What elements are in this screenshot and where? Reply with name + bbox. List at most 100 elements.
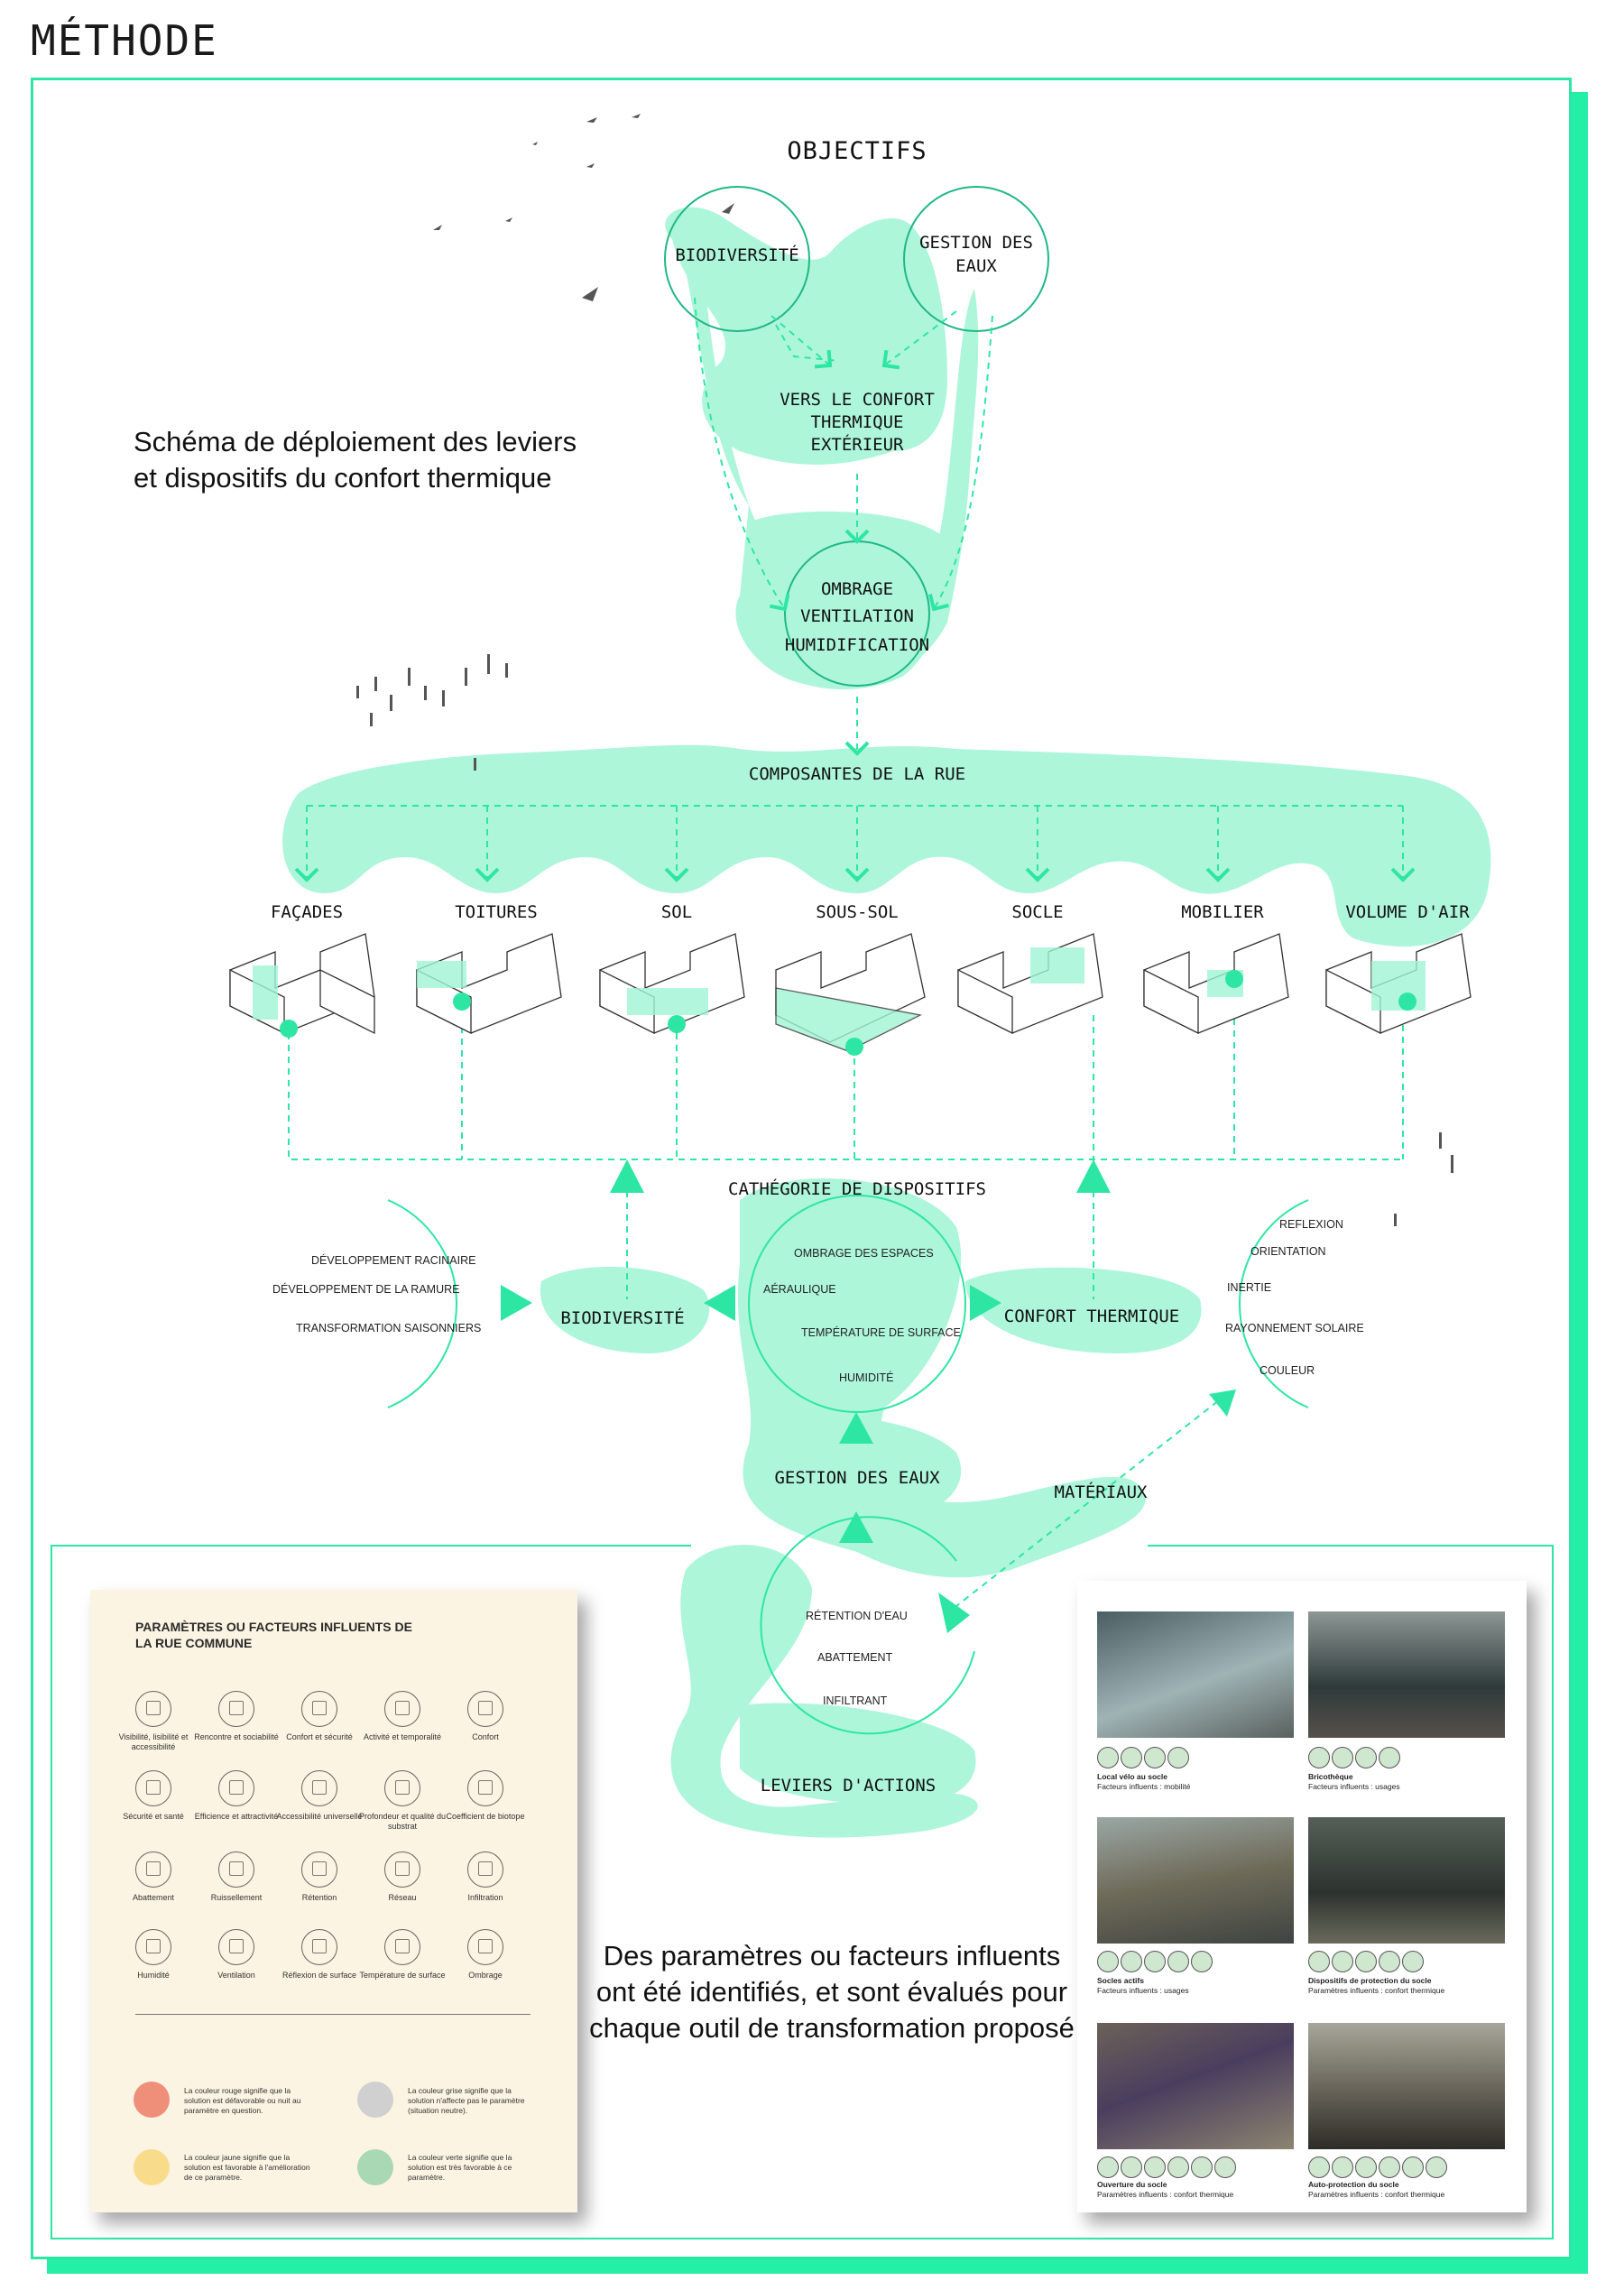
inner-frame-top-right — [1148, 1545, 1554, 1547]
photo-auto-protection — [1308, 2023, 1505, 2149]
factor-icon — [1097, 2156, 1119, 2178]
confort-item: RAYONNEMENT SOLAIRE — [1225, 1322, 1364, 1334]
legend-green-text: La couleur verte signifie que la solutio… — [408, 2153, 512, 2182]
factor-icon — [1355, 2156, 1377, 2178]
param-icon — [218, 1770, 254, 1806]
param-item: Visibilité, lisibilité et accessibilité — [108, 1691, 198, 1752]
param-item: Confort — [440, 1691, 531, 1742]
factor-icon — [1097, 1951, 1119, 1972]
inner-frame-left — [51, 1545, 52, 2239]
caption-params: Des paramètres ou facteurs influents ont… — [589, 1940, 1075, 2044]
dispositif-biodiversite: BIODIVERSITÉ — [560, 1308, 685, 1328]
param-item: Coefficient de biotope — [440, 1770, 531, 1822]
label-gestion-eaux-1: GESTION DES — [919, 233, 1033, 253]
factor-icon — [1167, 2156, 1189, 2178]
label-confort-3: EXTÉRIEUR — [810, 435, 904, 455]
param-icon — [384, 1691, 420, 1727]
composante-sous-sol: SOUS-SOL — [816, 902, 899, 922]
param-icon — [301, 1929, 337, 1965]
factor-icon — [1308, 1951, 1330, 1972]
confort-item: INERTIE — [1227, 1281, 1272, 1294]
param-icon — [135, 1691, 171, 1727]
factor-icon — [1308, 1747, 1330, 1768]
photo-protection-socle — [1308, 1817, 1505, 1944]
param-item: Ventilation — [191, 1929, 281, 1981]
legend-green-dot — [357, 2149, 393, 2185]
param-item: Efficience et attractivité — [191, 1770, 281, 1822]
param-icon — [384, 1851, 420, 1888]
param-item: Infiltration — [440, 1851, 531, 1903]
param-icon — [467, 1691, 503, 1727]
legend-yellow-text: La couleur jaune signifie que la solutio… — [184, 2153, 310, 2182]
param-item: Accessibilité universelle — [274, 1770, 364, 1822]
factor-icon — [1426, 2156, 1447, 2178]
param-icon — [218, 1851, 254, 1888]
street-blocks — [229, 933, 1472, 1056]
factor-icon — [1167, 1951, 1189, 1972]
label-ventilation: VENTILATION — [800, 606, 914, 626]
label-confort-1: VERS LE CONFORT — [780, 390, 935, 410]
eaux-item: RÉTENTION D'EAU — [806, 1610, 908, 1622]
bio-item: DÉVELOPPEMENT DE LA RAMURE — [272, 1283, 460, 1296]
label-humidification: HUMIDIFICATION — [784, 635, 930, 655]
legend-red-dot — [134, 2082, 170, 2118]
photo-bricotheque — [1308, 1611, 1505, 1738]
param-icon — [467, 1851, 503, 1888]
label-confort-2: THERMIQUE — [810, 412, 904, 432]
param-icon — [467, 1929, 503, 1965]
caption-schema: Schéma de déploiement des leviers et dis… — [134, 426, 577, 494]
bio-item: DÉVELOPPEMENT RACINAIRE — [311, 1254, 476, 1267]
photo-socles-actifs — [1097, 1817, 1294, 1944]
label-ombrage: OMBRAGE — [820, 579, 894, 599]
confort-item: ORIENTATION — [1250, 1245, 1326, 1258]
factor-icon — [1191, 1951, 1213, 1972]
composante-facades: FAÇADES — [270, 902, 344, 922]
label-gestion-eaux-2: EAUX — [955, 256, 997, 276]
legend-grey-dot — [357, 2082, 393, 2118]
param-item: Rencontre et sociabilité — [191, 1691, 281, 1742]
green-blobs — [282, 207, 1491, 1838]
eaux-item: INFILTRANT — [823, 1694, 888, 1707]
dispositif-gestion-eaux: GESTION DES EAUX — [774, 1468, 940, 1488]
factor-icon — [1355, 1747, 1377, 1768]
param-icon — [135, 1851, 171, 1888]
factor-icon — [1121, 1747, 1142, 1768]
dispositif-leviers: LEVIERS D'ACTIONS — [760, 1776, 937, 1796]
param-item: Humidité — [108, 1929, 198, 1981]
centre-item: OMBRAGE DES ESPACES — [794, 1247, 934, 1260]
confort-item: REFLEXION — [1279, 1218, 1343, 1231]
param-item: Activité et temporalité — [357, 1691, 448, 1742]
param-icon — [301, 1770, 337, 1806]
legend-grey-text: La couleur grise signifie que la solutio… — [408, 2086, 525, 2115]
poster-title: PARAMÈTRES OU FACTEURS INFLUENTS DE LA R… — [135, 1620, 412, 1650]
legend-yellow-dot — [134, 2149, 170, 2185]
factor-icon — [1332, 1747, 1353, 1768]
dispositif-materiaux: MATÉRIAUX — [1054, 1482, 1148, 1502]
param-item: Ruissellement — [191, 1851, 281, 1903]
composante-mobilier: MOBILIER — [1181, 902, 1264, 922]
param-item: Température de surface — [357, 1929, 448, 1981]
legend-red-text: La couleur rouge signifie que la solutio… — [184, 2086, 301, 2115]
param-icon — [135, 1770, 171, 1806]
param-item: Rétention — [274, 1851, 364, 1903]
poster-divider — [135, 2014, 531, 2015]
centre-item: HUMIDITÉ — [839, 1371, 894, 1384]
factor-icon — [1121, 1951, 1142, 1972]
factor-icon — [1332, 2156, 1353, 2178]
inner-frame-bottom — [51, 2238, 1554, 2239]
confort-item: COULEUR — [1260, 1364, 1315, 1377]
bio-item: TRANSFORMATION SAISONNIERS — [296, 1322, 482, 1334]
factor-icon — [1379, 2156, 1400, 2178]
centre-item: TEMPÉRATURE DE SURFACE — [801, 1326, 961, 1339]
factor-icon — [1191, 2156, 1213, 2178]
factor-icon — [1144, 1747, 1166, 1768]
eaux-item: ABATTEMENT — [817, 1651, 893, 1664]
